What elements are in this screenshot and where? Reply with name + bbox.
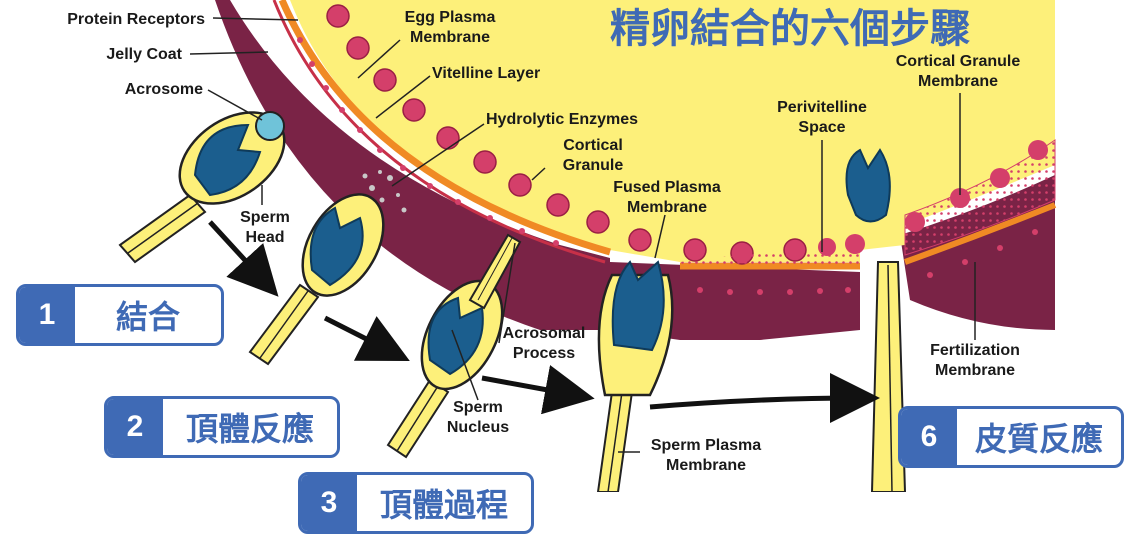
step-arrows xyxy=(208,220,880,424)
label-perivitelline-space-1: Perivitelline xyxy=(777,99,867,116)
label-hydrolytic-enzymes: Hydrolytic Enzymes xyxy=(486,111,638,128)
sperm-5 xyxy=(845,148,907,492)
sperm-4 xyxy=(596,260,674,492)
label-cortical-granule-2: Granule xyxy=(563,157,624,174)
perivitelline-space xyxy=(680,251,860,266)
label-protein-receptors: Protein Receptors xyxy=(67,11,205,28)
sperm-3 xyxy=(386,233,522,459)
step-3-label: 頂體過程 xyxy=(379,486,508,524)
sperm-1 xyxy=(118,111,286,264)
step-3-box: 3 頂體過程 xyxy=(298,472,534,534)
fertilization-diagram: 精卵結合的六個步驟 Protein Receptors Jelly Coat A… xyxy=(67,0,1057,492)
label-sperm-plasma-membrane-2: Membrane xyxy=(666,457,746,474)
step-6-box: 6 皮質反應 xyxy=(898,406,1124,468)
label-sperm-head-2: Head xyxy=(245,229,284,246)
protein-receptors xyxy=(297,37,1038,295)
label-fused-plasma-membrane-2: Membrane xyxy=(627,199,707,216)
diagram-title: 精卵結合的六個步驟 xyxy=(610,6,970,52)
label-fused-plasma-membrane-1: Fused Plasma xyxy=(613,179,721,196)
label-acrosomal-process-2: Process xyxy=(513,345,575,362)
label-egg-plasma-membrane-2: Membrane xyxy=(410,29,490,46)
label-cortical-granule-1: Cortical xyxy=(563,137,623,154)
sperm-2 xyxy=(248,170,407,366)
vitelline-layer xyxy=(272,0,606,264)
leader-lines xyxy=(189,17,976,453)
step-3-number: 3 xyxy=(301,475,357,531)
label-sperm-head-1: Sperm xyxy=(240,209,290,226)
label-vitelline-layer: Vitelline Layer xyxy=(432,65,540,82)
label-sperm-nucleus-2: Nucleus xyxy=(447,419,509,436)
label-cortical-granule-membrane-2: Membrane xyxy=(918,73,998,90)
label-cortical-granule-membrane-1: Cortical Granule xyxy=(896,53,1021,70)
egg-plasma-membrane xyxy=(278,0,611,256)
label-acrosomal-process-1: Acrosomal xyxy=(503,325,586,342)
step-6-number: 6 xyxy=(901,409,957,465)
cortical-granule-bumps xyxy=(818,140,1048,256)
step-2-number: 2 xyxy=(107,399,163,455)
step-2-box: 2 頂體反應 xyxy=(104,396,340,458)
step-1-label: 結合 xyxy=(115,298,180,336)
step-1-number: 1 xyxy=(19,287,75,343)
label-fertilization-membrane-2: Membrane xyxy=(935,362,1015,379)
label-acrosome: Acrosome xyxy=(125,81,203,98)
label-sperm-nucleus-1: Sperm xyxy=(453,399,503,416)
label-jelly-coat: Jelly Coat xyxy=(106,46,182,63)
label-fertilization-membrane-1: Fertilization xyxy=(930,342,1020,359)
label-egg-plasma-membrane-1: Egg Plasma xyxy=(405,9,496,26)
cortical-granules xyxy=(326,4,807,265)
step-2-label: 頂體反應 xyxy=(185,410,314,448)
label-sperm-plasma-membrane-1: Sperm Plasma xyxy=(651,437,761,454)
label-perivitelline-space-2: Space xyxy=(798,119,845,136)
fertilization-membrane-line xyxy=(903,202,1057,265)
step-1-box: 1 結合 xyxy=(16,284,224,346)
step-6-label: 皮質反應 xyxy=(974,420,1103,458)
